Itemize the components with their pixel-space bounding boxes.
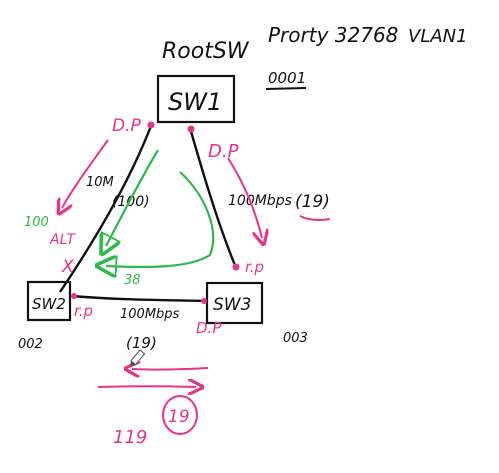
port-label-sw3-left: D.P [196, 319, 222, 337]
pink-arrow-bottom-upper [132, 368, 209, 370]
link-sw1-sw3-cost: (19) [295, 192, 330, 212]
port-label-sw2-right: r.p [74, 302, 93, 320]
green-arrow-via-sw3 [106, 171, 215, 267]
switch-sw1: SW1 [156, 74, 236, 124]
port-dot-sw1-left [147, 121, 155, 129]
link-sw1-sw2-speed: 10M [86, 175, 114, 190]
port-label-sw3-top: r.p [245, 258, 264, 276]
switch-sw3-number: 003 [283, 331, 308, 346]
pink-arrow-bottom-lower [97, 386, 196, 387]
switch-sw2-label: SW2 [32, 295, 66, 313]
link-sw1-sw3-speed: 100Mbps [228, 193, 292, 209]
port-label-sw1-left: D.P [112, 116, 141, 136]
pencil-cursor-icon [130, 349, 146, 367]
alt-cost-label: 100 [24, 215, 49, 230]
port-dot-sw1-right [187, 125, 195, 133]
pink-arrow-sw1-right [227, 157, 262, 238]
root-bridge-id: 0001 [268, 69, 306, 87]
port-dot-sw3-left [201, 298, 207, 304]
bottom-path-cost: 119 [113, 427, 147, 448]
circled-cost-value: 19 [168, 407, 190, 427]
pink-arrow-sw1-left [62, 139, 109, 208]
cost-underline [299, 215, 331, 221]
blocked-port-mark: X [61, 257, 74, 277]
root-id-underline [265, 87, 307, 90]
port-dot-sw3-top [232, 263, 240, 271]
link-sw1-sw3 [188, 127, 239, 271]
link-sw2-sw3-speed: 100Mbps [120, 307, 180, 322]
link-sw2-sw3 [71, 294, 208, 303]
root-switch-label: RootSW [162, 39, 250, 64]
green-arrow-direct [106, 149, 159, 246]
alt-port-label: ALT [49, 232, 76, 248]
priority-label: Prorty 32768 [268, 23, 398, 47]
link-sw1-sw2 [59, 125, 153, 293]
link-sw2-sw3-cost: (19) [126, 334, 157, 352]
vlan-label: VLAN1 [408, 26, 468, 47]
switch-sw3: SW3 [205, 281, 264, 325]
circled-cost-ring [162, 395, 198, 435]
green-path-cost: 38 [124, 273, 141, 288]
switch-sw2-number: 002 [18, 337, 43, 352]
switch-sw1-label: SW1 [168, 88, 222, 116]
link-sw1-sw2-cost: (100) [112, 194, 150, 210]
switch-sw3-label: SW3 [213, 295, 251, 315]
port-dot-sw2-right [71, 293, 77, 299]
switch-sw2: SW2 [26, 280, 72, 322]
port-label-sw1-right: D.P [208, 141, 239, 162]
